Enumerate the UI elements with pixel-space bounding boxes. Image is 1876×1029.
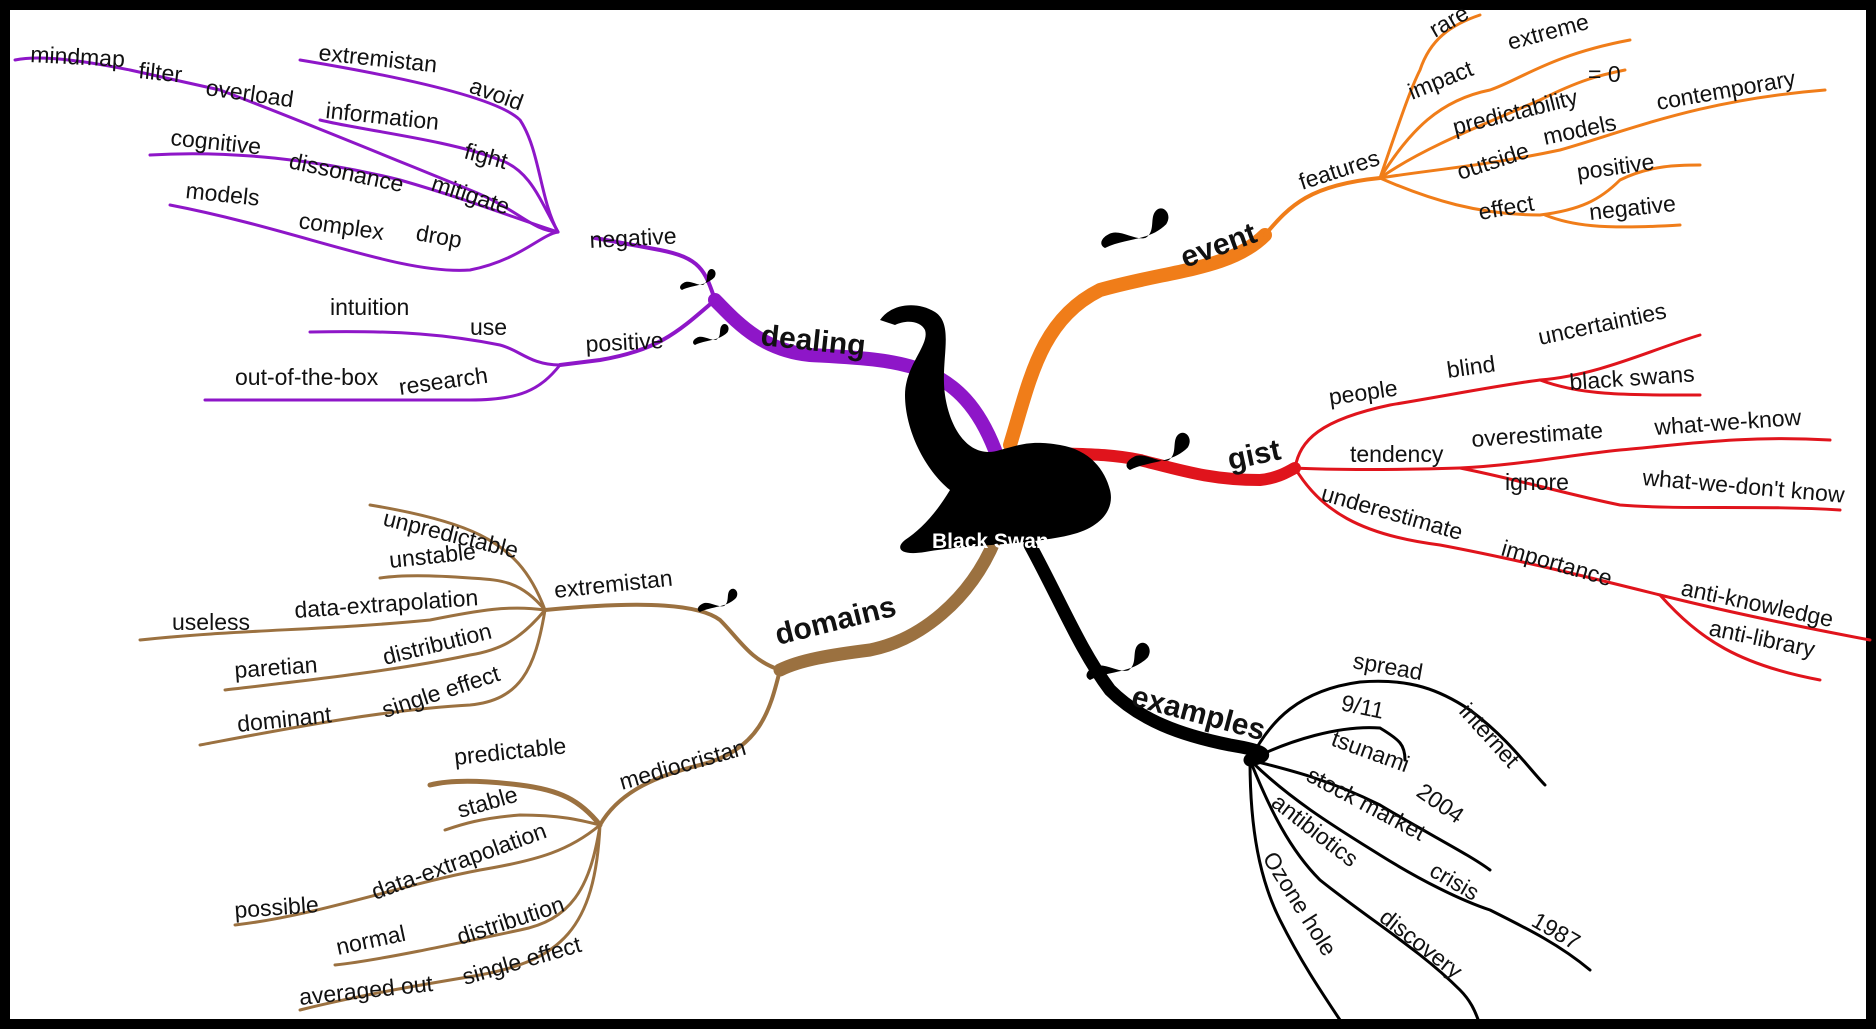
dealing-branch	[13, 56, 1002, 457]
examples-branch	[1023, 538, 1592, 1027]
leaf-unstable: unstable	[388, 538, 477, 573]
leaf-extremistan: extremistan	[317, 39, 438, 77]
swan-icon	[693, 324, 729, 345]
leaf-911: 9/11	[1339, 689, 1387, 723]
leaf-uncertainties: uncertainties	[1536, 297, 1669, 350]
leaf-avoid: avoid	[466, 72, 527, 115]
leaf-use: use	[470, 314, 507, 340]
leaf-research: research	[397, 362, 489, 400]
leaf-what-we-dont-know: what-we-don't know	[1641, 464, 1846, 508]
leaf-spread: spread	[1351, 647, 1425, 685]
leaf-tendency: tendency	[1350, 441, 1444, 467]
leaf-positive-event: positive	[1575, 148, 1656, 185]
swan-icon	[1101, 208, 1169, 248]
leaf-discovery: discovery	[1375, 903, 1468, 984]
node-mediocristan: mediocristan	[616, 734, 749, 795]
leaf-possible: possible	[234, 891, 320, 923]
leaf-intuition: intuition	[330, 294, 409, 320]
leaf-crisis: crisis	[1426, 857, 1484, 906]
leaf-1987: 1987	[1528, 907, 1585, 955]
leaf-information: information	[324, 97, 440, 135]
leaf-mitigate: mitigate	[428, 170, 513, 220]
leaf-what-we-know: what-we-know	[1653, 404, 1803, 440]
leaf-outside: outside	[1454, 137, 1533, 185]
swan-icon	[697, 588, 738, 612]
leaf-paretian: paretian	[234, 651, 319, 683]
leaf-fight: fight	[462, 138, 511, 175]
leaf-averaged-out: averaged out	[298, 970, 435, 1010]
leaf-effect: effect	[1476, 190, 1536, 225]
leaf-extreme: extreme	[1505, 8, 1592, 55]
branch-label-dealing: dealing	[759, 319, 867, 363]
event-branch	[1003, 13, 1827, 452]
leaf-useless: useless	[172, 609, 250, 635]
leaf-filter: filter	[137, 57, 183, 87]
leaf-models: models	[184, 177, 260, 211]
node-extremistan: extremistan	[553, 565, 674, 603]
branch-label-gist: gist	[1225, 433, 1284, 476]
leaf-mindmap: mindmap	[30, 41, 126, 72]
leaf-ozone-hole: Ozone hole	[1258, 847, 1342, 961]
central-node: Black Swan	[880, 305, 1111, 554]
leaf-drop: drop	[414, 219, 464, 253]
central-title: Black Swan	[932, 530, 1049, 553]
leaf-ignore: ignore	[1505, 469, 1569, 495]
leaf-internet: internet	[1454, 698, 1525, 773]
leaf-importance: importance	[1499, 535, 1616, 591]
leaf-equals-zero: = 0	[1588, 61, 1621, 87]
leaf-tsunami: tsunami	[1328, 725, 1413, 777]
leaf-overestimate: overestimate	[1471, 417, 1604, 452]
node-positive: positive	[585, 327, 664, 357]
leaf-overload: overload	[204, 74, 295, 112]
swan-icon	[880, 305, 1111, 554]
leaf-dominant: dominant	[236, 701, 333, 737]
leaf-contemporary: contemporary	[1654, 65, 1797, 115]
leaf-black-swans: black swans	[1569, 360, 1696, 395]
leaf-rare: rare	[1425, 0, 1473, 42]
node-features: features	[1296, 144, 1383, 194]
leaf-predictable: predictable	[453, 732, 568, 770]
node-negative: negative	[589, 222, 677, 253]
leaf-dissonance: dissonance	[287, 147, 406, 197]
leaf-blind: blind	[1445, 350, 1497, 383]
leaf-out-of-the-box: out-of-the-box	[235, 364, 379, 390]
domains-branch	[138, 503, 1002, 1012]
